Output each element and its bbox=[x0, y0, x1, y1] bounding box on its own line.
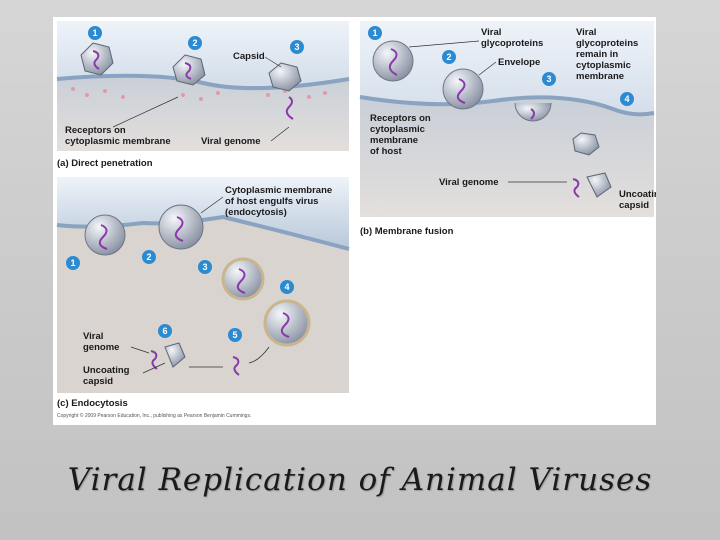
panel-a-virion-3 bbox=[268, 62, 302, 120]
panel-b-step-3: 3 bbox=[542, 72, 556, 86]
panel-b-caption: (b) Membrane fusion bbox=[360, 226, 454, 237]
panel-a-receptors-label-1: Receptors on bbox=[65, 125, 126, 136]
svg-text:4: 4 bbox=[624, 94, 629, 104]
panel-b: 1 2 3 4 Viral glycoproteins Envelope Vir… bbox=[359, 21, 666, 237]
panel-b-step-4: 4 bbox=[620, 92, 634, 106]
panel-c-membrane-label-1: Cytoplasmic membrane bbox=[225, 185, 332, 196]
panel-a-virion-1 bbox=[80, 42, 114, 76]
svg-text:1: 1 bbox=[70, 258, 75, 268]
panel-a: 1 2 3 Capsid Receptors on cytoplasmic me… bbox=[56, 21, 350, 169]
svg-text:2: 2 bbox=[192, 38, 197, 48]
svg-text:4: 4 bbox=[284, 282, 289, 292]
panel-b-uncoating-label-2: capsid bbox=[619, 200, 649, 211]
panel-a-virion-2 bbox=[172, 54, 206, 86]
panel-a-step-3: 3 bbox=[290, 40, 304, 54]
panel-c-virion-2 bbox=[158, 204, 204, 250]
panel-c: 1 2 3 4 5 6 Cytoplasmic membrane of bbox=[56, 177, 350, 419]
panel-a-capsid-label: Capsid bbox=[233, 51, 265, 62]
panel-c-step-6: 6 bbox=[158, 324, 172, 338]
panel-b-virion-2 bbox=[442, 68, 484, 110]
figure-svg: 1 2 3 Capsid Receptors on cytoplasmic me… bbox=[56, 21, 666, 419]
svg-text:3: 3 bbox=[294, 42, 299, 52]
panel-b-receptors-label-4: of host bbox=[370, 146, 402, 157]
panel-b-envelope-label: Envelope bbox=[498, 57, 540, 68]
panel-c-uncoating-label-2: capsid bbox=[83, 376, 113, 387]
svg-text:6: 6 bbox=[162, 326, 167, 336]
panel-c-genome-label-1: Viral bbox=[83, 331, 103, 342]
panel-b-glyco-label-1: Viral bbox=[481, 27, 501, 38]
svg-text:5: 5 bbox=[232, 330, 237, 340]
panel-c-vesicle-4 bbox=[263, 299, 311, 347]
panel-b-step-2: 2 bbox=[442, 50, 456, 64]
panel-b-uncoating-virion bbox=[572, 132, 612, 198]
panel-a-caption: (a) Direct penetration bbox=[57, 158, 153, 169]
panel-c-membrane-label-3: (endocytosis) bbox=[225, 207, 287, 218]
panel-b-cytoplasm bbox=[360, 97, 654, 217]
panel-c-step-5: 5 bbox=[228, 328, 242, 342]
panel-b-uncoating-label-1: Uncoating bbox=[619, 189, 656, 200]
panel-a-step-2: 2 bbox=[188, 36, 202, 50]
panel-c-step-4: 4 bbox=[280, 280, 294, 294]
panel-a-receptors bbox=[71, 87, 327, 101]
panel-b-receptors-label-3: membrane bbox=[370, 135, 418, 146]
panel-c-step-2: 2 bbox=[142, 250, 156, 264]
panel-b-step-1: 1 bbox=[368, 26, 382, 40]
panel-c-uncoating bbox=[150, 342, 270, 376]
panel-b-remain-label-4: cytoplasmic bbox=[576, 60, 631, 71]
panel-c-vesicle-3 bbox=[221, 257, 265, 301]
panel-a-genome-entering bbox=[285, 96, 294, 120]
panel-b-remain-label-1: Viral bbox=[576, 27, 596, 38]
svg-text:2: 2 bbox=[146, 252, 151, 262]
panel-b-membrane bbox=[359, 95, 655, 117]
panel-c-virion-1 bbox=[84, 214, 126, 256]
panel-b-genome-label: Viral genome bbox=[439, 177, 499, 188]
panel-b-receptors-label-1: Receptors on bbox=[370, 113, 431, 124]
panel-a-step-1: 1 bbox=[88, 26, 102, 40]
panel-c-uncoating-label-1: Uncoating bbox=[83, 365, 130, 376]
svg-text:3: 3 bbox=[202, 262, 207, 272]
svg-text:3: 3 bbox=[546, 74, 551, 84]
panel-b-receptors-label-2: cytoplasmic bbox=[370, 124, 425, 135]
panel-b-glyco-label-2: glycoproteins bbox=[481, 38, 543, 49]
slide-title: Viral Replication of Animal Viruses bbox=[67, 462, 653, 498]
panel-c-step-1: 1 bbox=[66, 256, 80, 270]
panel-a-cytoplasm bbox=[57, 75, 349, 151]
panel-c-step-3: 3 bbox=[198, 260, 212, 274]
panel-b-remain-label-2: glycoproteins bbox=[576, 38, 638, 49]
panel-c-genome-label-2: genome bbox=[83, 342, 119, 353]
panel-b-virion-1 bbox=[372, 40, 414, 82]
panel-b-remain-label-3: remain in bbox=[576, 49, 618, 60]
panel-a-receptors-label-2: cytoplasmic membrane bbox=[65, 136, 171, 147]
panel-b-remain-label-5: membrane bbox=[576, 71, 624, 82]
svg-text:1: 1 bbox=[92, 28, 97, 38]
panel-c-extracellular bbox=[57, 177, 349, 249]
svg-text:2: 2 bbox=[446, 52, 451, 62]
svg-text:1: 1 bbox=[372, 28, 377, 38]
panel-b-virion-3 bbox=[514, 102, 552, 122]
panel-c-membrane-label-2: of host engulfs virus bbox=[225, 196, 318, 207]
copyright-text: Copyright © 2009 Pearson Education, Inc.… bbox=[57, 412, 251, 419]
panel-c-caption: (c) Endocytosis bbox=[57, 398, 128, 409]
panel-a-genome-label: Viral genome bbox=[201, 136, 261, 147]
virus-replication-figure: 1 2 3 Capsid Receptors on cytoplasmic me… bbox=[53, 17, 666, 425]
